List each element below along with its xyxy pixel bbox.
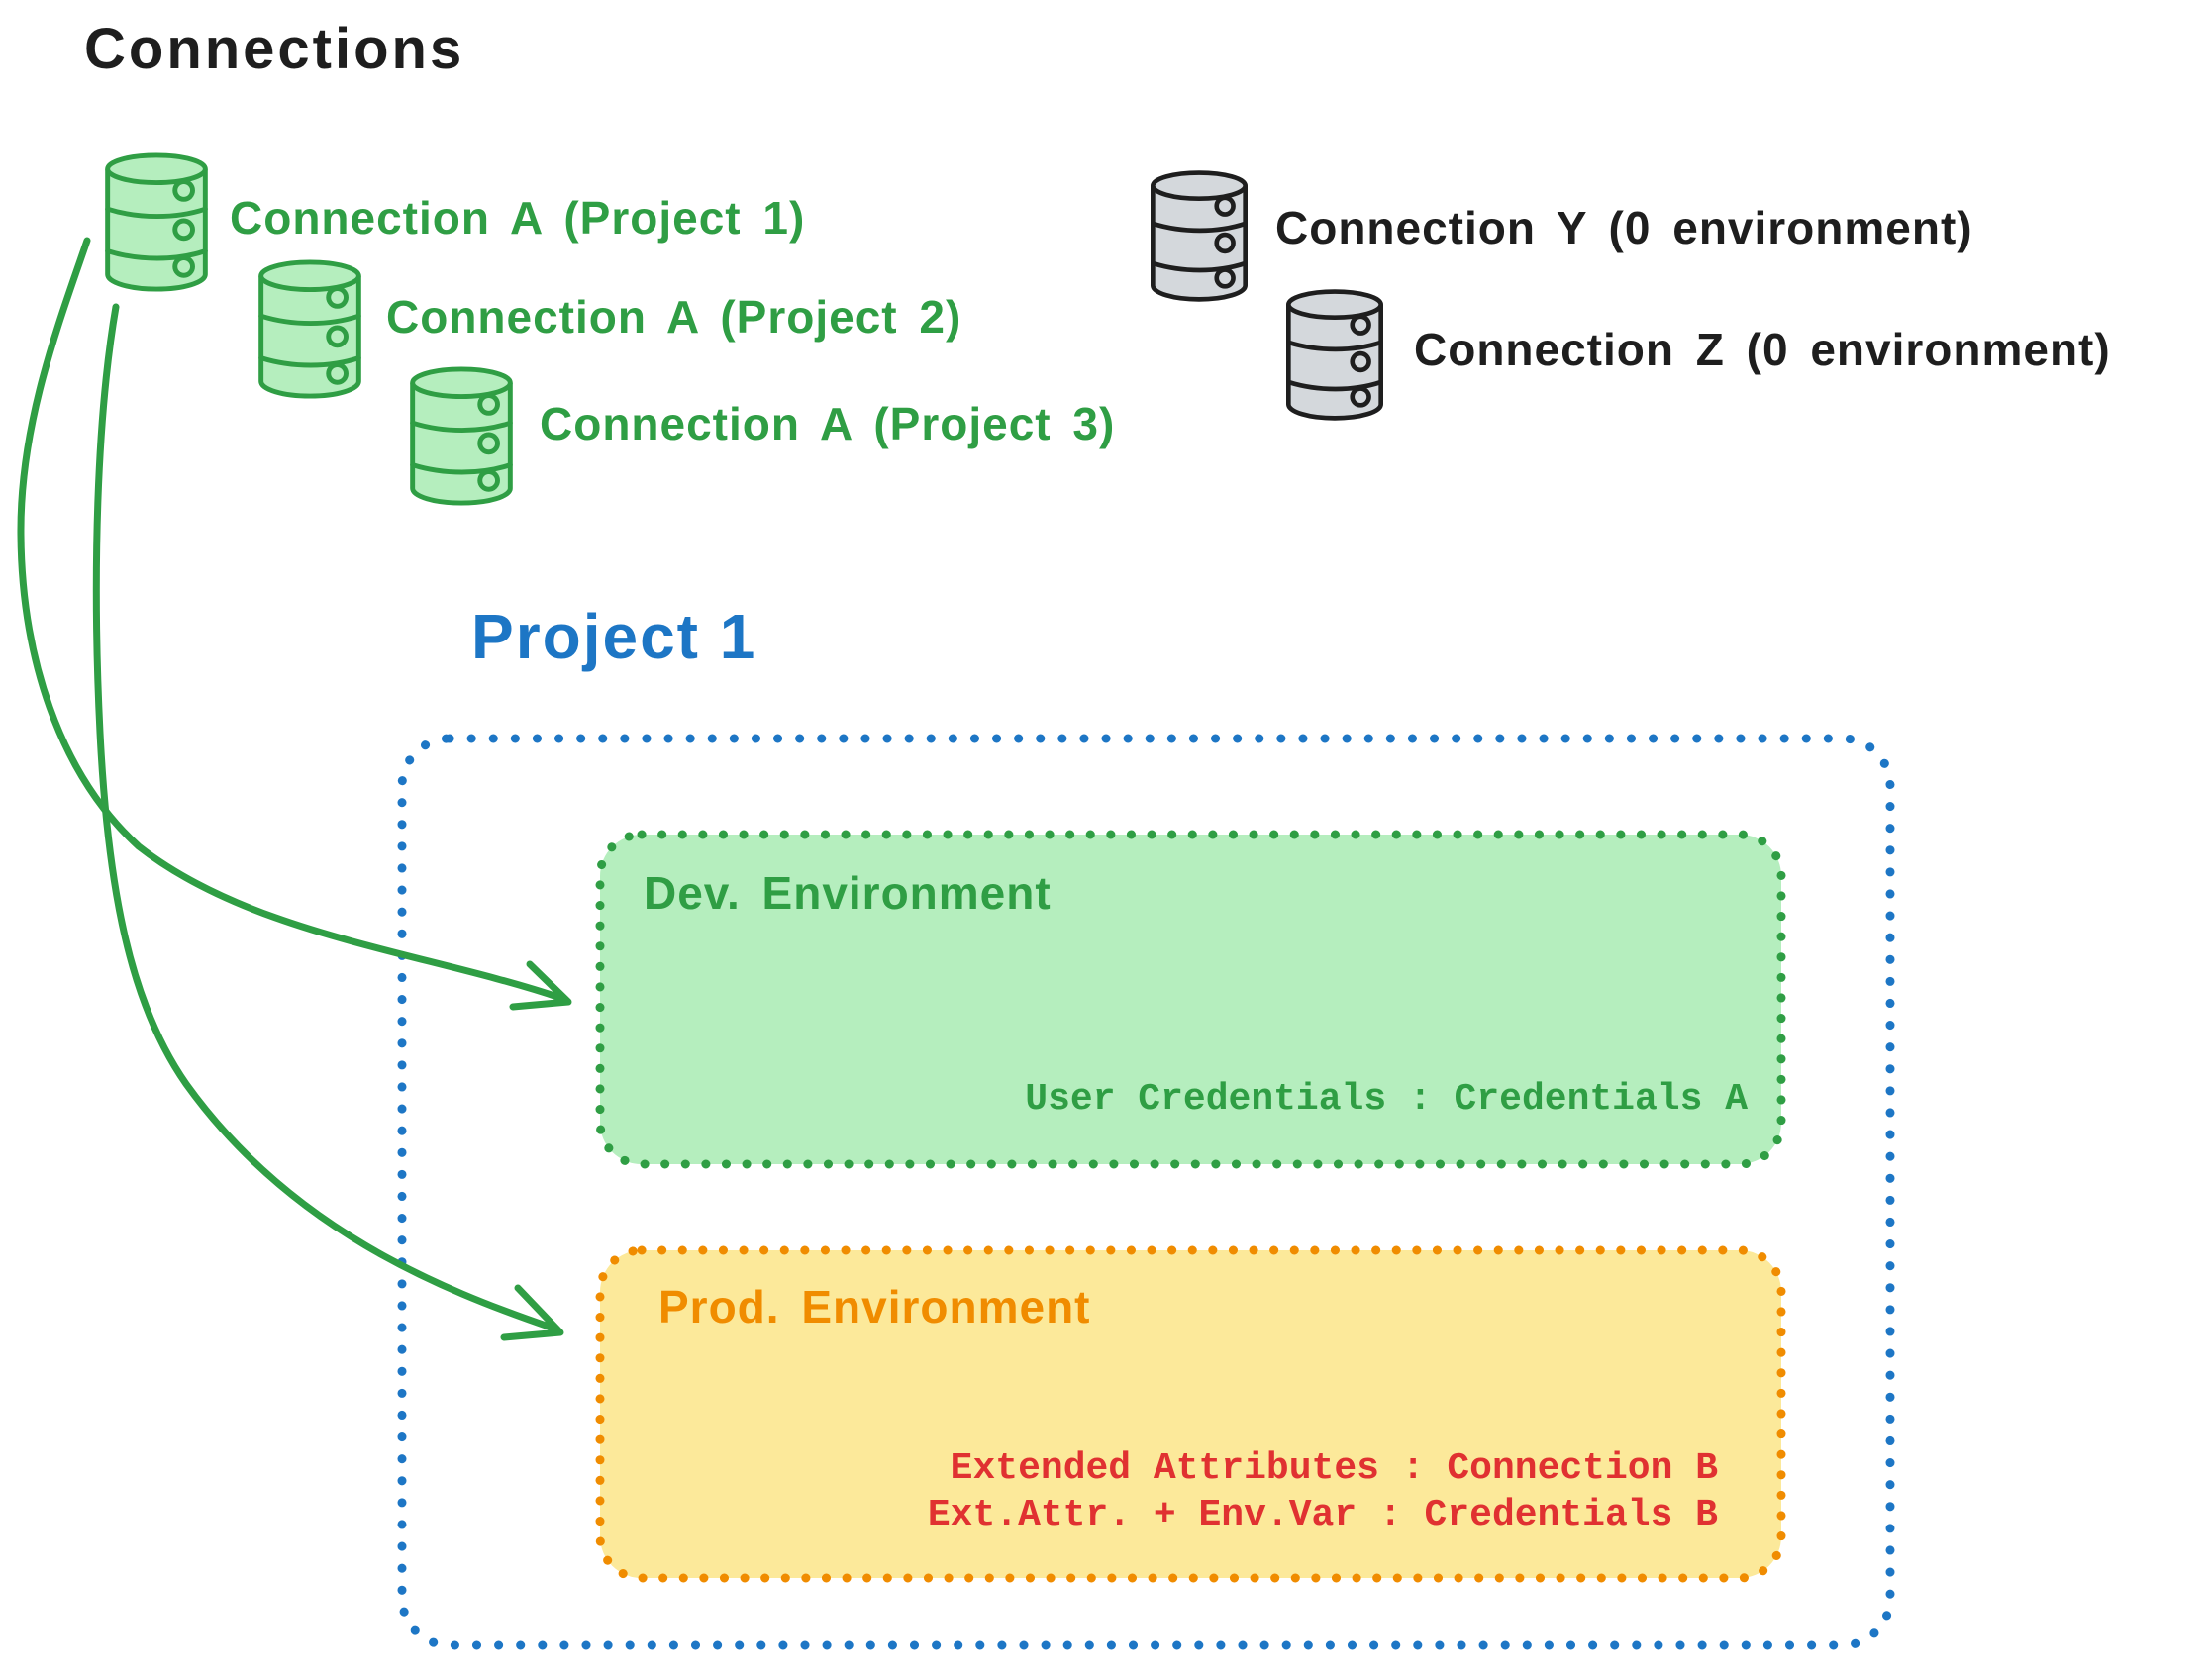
database-icon: [99, 148, 214, 295]
database-icon: [252, 255, 367, 402]
dev-credentials-text: User Credentials : Credentials A: [1025, 1078, 1748, 1121]
prod-environment-box: Prod. Environment Extended Attributes : …: [594, 1244, 1787, 1584]
connection-a-project-1-item: Connection A (Project 1): [99, 148, 804, 295]
connection-y-item: Connection Y (0 environment): [1144, 166, 1972, 305]
prod-mapping-text: Extended Attributes : Connection B Ext.A…: [928, 1445, 1718, 1538]
connection-label: Connection A (Project 1): [230, 192, 806, 244]
connection-z-item: Connection Z (0 environment): [1279, 285, 2110, 424]
connection-label: Connection Z (0 environment): [1414, 324, 2111, 375]
prod-mapping-line-2: Ext.Attr. + Env.Var : Credentials B: [927, 1494, 1718, 1536]
connection-label: Connection A (Project 2): [386, 291, 962, 343]
project-title: Project 1: [471, 601, 757, 672]
database-icon: [1279, 285, 1390, 424]
prod-environment-title: Prod. Environment: [658, 1281, 1091, 1332]
database-icon: [1144, 166, 1255, 305]
dev-box-dotted-border: [595, 830, 1786, 1169]
prod-mapping-line-1: Extended Attributes : Connection B: [950, 1447, 1718, 1490]
connection-a-project-3-item: Connection A (Project 3): [404, 362, 1114, 509]
connection-label: Connection A (Project 3): [540, 398, 1116, 449]
prod-box-dotted-border: [595, 1245, 1786, 1583]
database-icon: [404, 362, 519, 509]
connection-a-project-2-item: Connection A (Project 2): [252, 255, 960, 402]
dev-environment-title: Dev. Environment: [644, 867, 1052, 919]
diagram-title: Connections: [84, 17, 465, 81]
dev-environment-box: Dev. Environment User Credentials : Cred…: [594, 829, 1787, 1170]
connection-label: Connection Y (0 environment): [1275, 202, 1973, 253]
